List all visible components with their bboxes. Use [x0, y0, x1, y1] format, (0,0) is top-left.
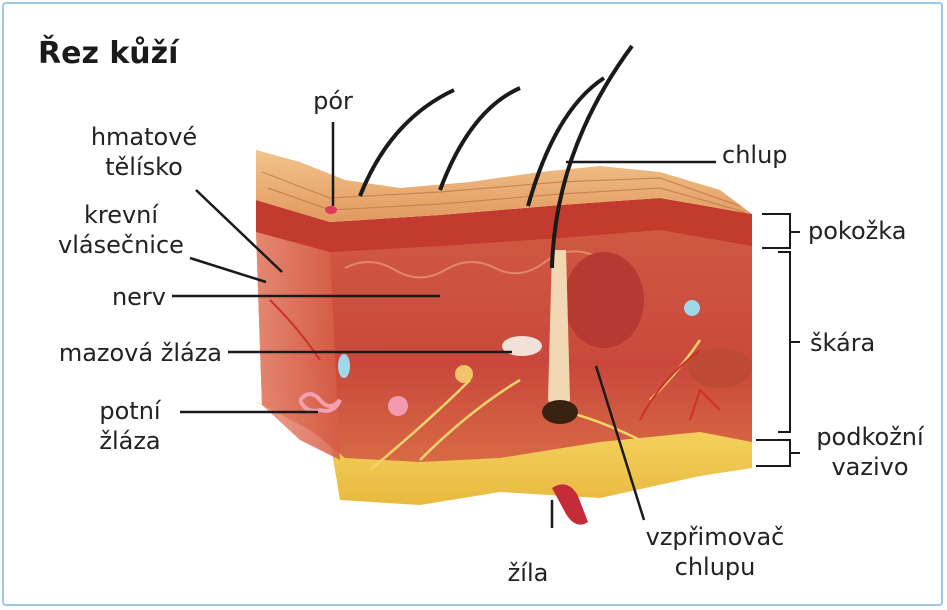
hair-3	[440, 88, 520, 190]
corpuscle-3	[684, 300, 700, 316]
label-chlup: chlup	[722, 140, 788, 170]
corpuscle-1	[388, 396, 408, 416]
label-hmatove-telisko-2: tělísko	[82, 152, 206, 182]
corpuscle-4	[338, 354, 350, 378]
label-vzprimovac-chlupu-2: chlupu	[640, 552, 790, 582]
label-skara: škára	[810, 328, 875, 358]
label-mazova-zlaza: mazová žláza	[30, 338, 222, 368]
label-nerv: nerv	[60, 282, 166, 312]
label-zila: žíla	[498, 558, 558, 588]
layer-brackets	[756, 214, 800, 466]
label-podkozni-vazivo-1: podkožní	[806, 422, 934, 452]
gland-right	[564, 252, 644, 348]
label-por: pór	[300, 86, 366, 116]
front-face	[256, 230, 340, 460]
gland-right-2	[688, 348, 752, 388]
label-podkozni-vazivo-2: vazivo	[806, 452, 934, 482]
hair-4	[360, 90, 454, 196]
label-potni-zlaza-1: potní	[86, 396, 174, 426]
label-krevni-vlasecnice-1: krevní	[46, 200, 196, 230]
label-pokozka: pokožka	[808, 216, 906, 246]
hair-bulb	[542, 400, 578, 424]
page-title: Řez kůží	[38, 36, 178, 71]
label-hmatove-telisko-1: hmatové	[82, 122, 206, 152]
pore	[325, 206, 337, 214]
label-krevni-vlasecnice-2: vlásečnice	[46, 230, 196, 260]
label-vzprimovac-chlupu-1: vzpřimovač	[640, 522, 790, 552]
label-potni-zlaza-2: žláza	[86, 426, 174, 456]
